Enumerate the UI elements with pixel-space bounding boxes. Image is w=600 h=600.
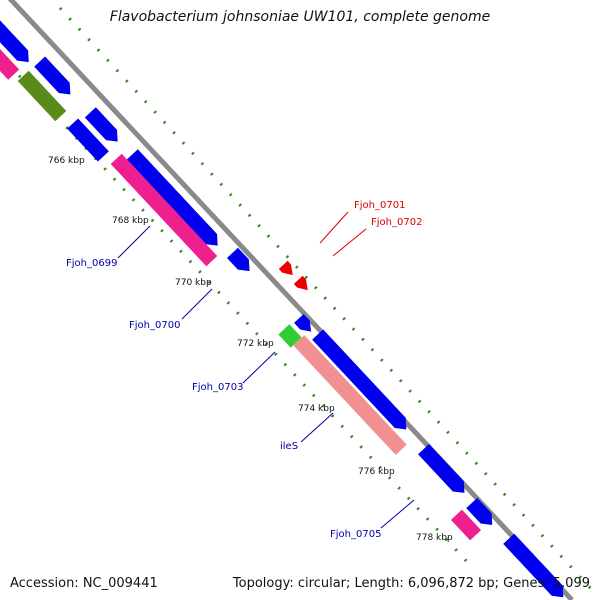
- callout-line: [300, 412, 334, 443]
- gene-label[interactable]: Fjoh_0702: [371, 217, 422, 228]
- tick-label: 768 kbp: [112, 216, 149, 226]
- gene-block-pink[interactable]: [0, 40, 20, 80]
- gene-block-blue[interactable]: [84, 107, 118, 142]
- gene-label[interactable]: Fjoh_0701: [354, 200, 405, 211]
- gene-fjoh-0701[interactable]: [278, 260, 293, 276]
- callout-line: [319, 211, 349, 244]
- callout-line: [117, 225, 151, 259]
- gene-label[interactable]: Fjoh_0700: [129, 320, 180, 331]
- dot-track-outer: [58, 6, 594, 592]
- tick-label: 772 kbp: [237, 339, 274, 349]
- tick-labels: 766 kbp 768 kbp 770 kbp 772 kbp 774 kbp 776 k…: [48, 156, 453, 543]
- gene-block-blue[interactable]: [0, 17, 29, 63]
- gene-block-blue[interactable]: [67, 118, 109, 162]
- outer-gene-track: [0, 17, 564, 598]
- tick-label: 766 kbp: [48, 156, 85, 166]
- gene-block-blue[interactable]: [126, 149, 218, 246]
- gene-block-olive[interactable]: [17, 70, 67, 122]
- callout-line: [380, 499, 415, 529]
- gene-block-blue[interactable]: [503, 533, 564, 598]
- gene-label[interactable]: ileS: [280, 441, 298, 452]
- gene-block-blue[interactable]: [312, 329, 407, 430]
- tick-label: 778 kbp: [416, 533, 453, 543]
- gene-block-blue[interactable]: [466, 497, 493, 525]
- gene-block-blue[interactable]: [34, 56, 71, 95]
- gene-block-pink[interactable]: [450, 509, 482, 541]
- gene-label[interactable]: Fjoh_0703: [192, 382, 243, 393]
- gene-fjoh-0699[interactable]: [110, 153, 218, 267]
- gene-label[interactable]: Fjoh_0699: [66, 258, 117, 269]
- gene-block-blue[interactable]: [226, 247, 250, 272]
- tick-label: 770 kbp: [175, 278, 212, 288]
- genome-backbone: [7, 0, 574, 600]
- callout-line: [181, 288, 213, 320]
- tick-label: 774 kbp: [298, 404, 335, 414]
- gene-ileS[interactable]: [293, 335, 407, 455]
- gene-fjoh-0703[interactable]: [278, 324, 302, 348]
- accession-text: Accession: NC_009441: [10, 576, 158, 591]
- inner-gene-track: [0, 40, 482, 541]
- map-title: Flavobacterium johnsoniae UW101, complet…: [109, 9, 491, 25]
- gene-block-blue[interactable]: [418, 443, 465, 493]
- gene-fjoh-0702[interactable]: [293, 275, 308, 291]
- topology-summary: Topology: circular; Length: 6,096,872 bp…: [232, 576, 590, 591]
- tick-label: 776 kbp: [358, 467, 395, 477]
- gene-label[interactable]: Fjoh_0705: [330, 529, 381, 540]
- gene-block-blue[interactable]: [294, 313, 312, 332]
- callout-line: [242, 351, 276, 384]
- callout-line: [332, 228, 367, 257]
